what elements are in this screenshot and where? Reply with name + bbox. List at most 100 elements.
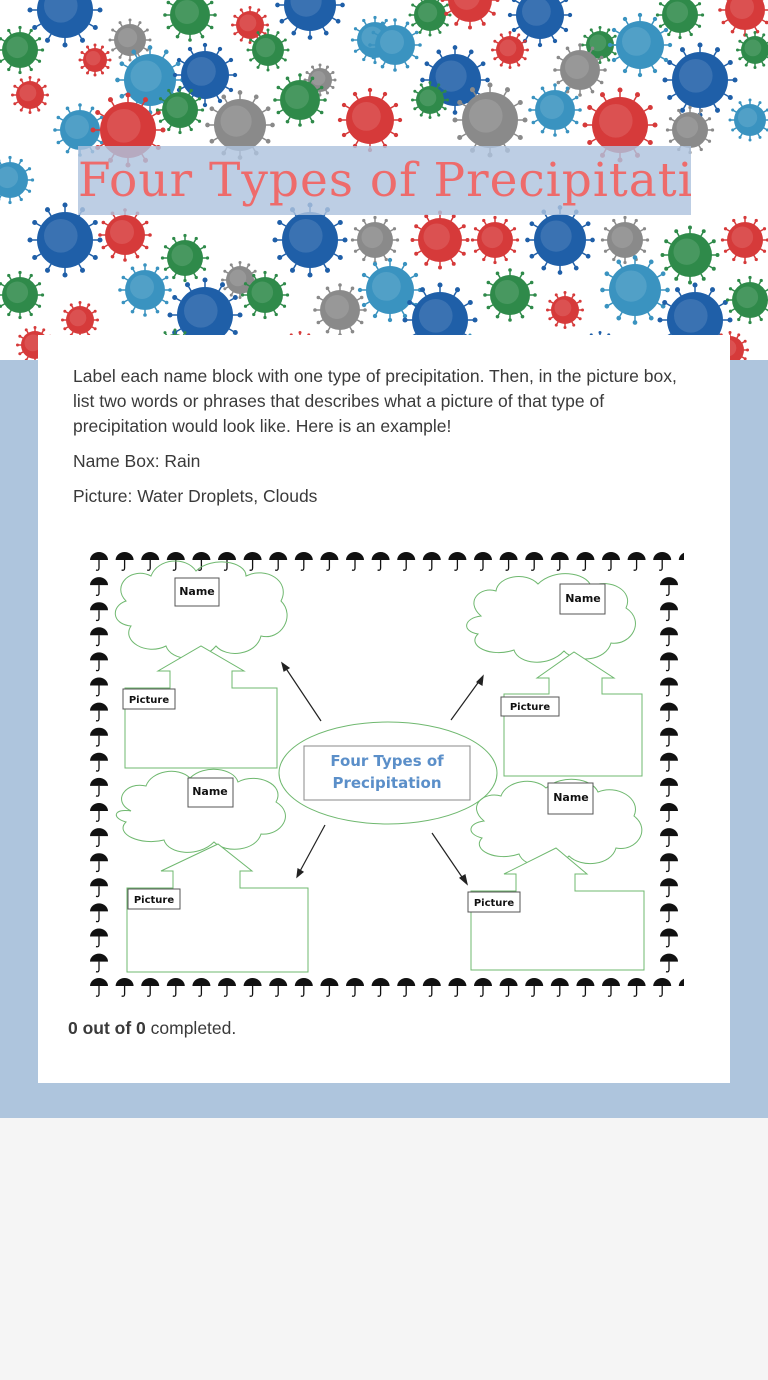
virus-icon bbox=[27, 0, 103, 48]
graphic-organizer: Four Types of Precipitation Name Picture… bbox=[86, 546, 697, 1000]
umbrella-icon bbox=[90, 978, 108, 997]
virus-icon bbox=[118, 263, 172, 317]
umbrella-icon bbox=[90, 677, 108, 697]
progress-suffix: completed. bbox=[145, 1018, 237, 1038]
umbrella-icon bbox=[346, 552, 364, 571]
umbrella-icon bbox=[90, 953, 108, 973]
virus-icon bbox=[507, 0, 573, 48]
virus-icon bbox=[167, 277, 243, 353]
umbrella-icon bbox=[218, 552, 236, 571]
umbrella-icon bbox=[627, 978, 646, 997]
umbrella-icon bbox=[660, 602, 678, 622]
name-box-label: Name bbox=[565, 592, 601, 605]
umbrella-icon bbox=[474, 978, 492, 997]
virus-icon bbox=[163, 0, 217, 42]
name-box-label: Name bbox=[553, 791, 589, 804]
umbrella-icon bbox=[627, 552, 646, 571]
center-title-line2: Precipitation bbox=[332, 774, 441, 792]
umbrella-icon bbox=[294, 552, 313, 571]
virus-icon bbox=[600, 255, 670, 325]
virus-icon bbox=[0, 25, 45, 75]
virus-icon bbox=[27, 202, 103, 278]
cluster-top-right: Name Picture bbox=[466, 573, 643, 777]
virus-icon bbox=[528, 83, 582, 137]
umbrella-icon bbox=[576, 978, 595, 997]
umbrella-icon bbox=[660, 803, 678, 822]
virus-icon bbox=[440, 0, 500, 30]
umbrella-icon bbox=[90, 752, 108, 772]
center-ellipse bbox=[278, 721, 498, 825]
umbrella-icon bbox=[115, 978, 134, 997]
umbrella-icon bbox=[166, 978, 185, 997]
virus-icon bbox=[357, 257, 423, 323]
virus-icon bbox=[205, 90, 275, 160]
cluster-bottom-left: Name Picture bbox=[116, 768, 309, 973]
umbrella-icon bbox=[269, 552, 288, 571]
umbrella-icon bbox=[550, 552, 569, 571]
umbrella-icon bbox=[448, 978, 467, 997]
umbrella-icon bbox=[660, 878, 678, 898]
virus-icon bbox=[483, 268, 537, 322]
virus-icon bbox=[553, 43, 607, 97]
umbrella-icon bbox=[660, 752, 678, 772]
umbrella-icon bbox=[90, 727, 108, 747]
umbrella-icon bbox=[371, 978, 390, 997]
umbrella-icon bbox=[90, 878, 108, 898]
virus-icon bbox=[273, 73, 327, 127]
title-band bbox=[78, 146, 691, 215]
umbrella-icon bbox=[346, 978, 364, 997]
virus-icon bbox=[0, 270, 45, 320]
virus-icon bbox=[607, 12, 673, 78]
virus-icon bbox=[725, 275, 768, 325]
virus-icon bbox=[337, 87, 403, 153]
virus-icon bbox=[108, 18, 152, 62]
picture-box-label: Picture bbox=[129, 695, 170, 706]
header-banner: Four Types of Precipitation bbox=[0, 0, 768, 360]
umbrella-icon bbox=[320, 978, 339, 997]
virus-icon bbox=[155, 85, 205, 135]
virus-icon bbox=[11, 76, 49, 114]
virus-icon bbox=[53, 103, 107, 157]
virus-icon bbox=[410, 210, 470, 270]
umbrella-icon bbox=[653, 552, 672, 571]
umbrella-icon bbox=[141, 978, 160, 997]
umbrella-icon bbox=[90, 627, 108, 647]
umbrella-icon bbox=[660, 627, 678, 647]
umbrella-icon bbox=[192, 978, 211, 997]
virus-icon bbox=[546, 291, 584, 329]
umbrella-icon bbox=[90, 577, 108, 596]
umbrella-icon bbox=[269, 978, 288, 997]
umbrella-icon bbox=[90, 652, 108, 672]
umbrella-icon bbox=[499, 552, 518, 571]
virus-icon bbox=[408, 0, 452, 37]
umbrella-icon bbox=[550, 978, 569, 997]
umbrella-icon bbox=[397, 978, 416, 997]
umbrella-icon bbox=[422, 978, 441, 997]
example-name: Name Box: Rain bbox=[73, 451, 201, 471]
umbrella-icon bbox=[90, 828, 108, 847]
virus-icon bbox=[720, 215, 768, 265]
umbrella-icon bbox=[90, 602, 108, 622]
cluster-top-left: Name Picture bbox=[114, 560, 288, 769]
umbrella-icon bbox=[422, 552, 441, 571]
virus-icon bbox=[0, 155, 35, 205]
umbrella-icon bbox=[660, 702, 678, 722]
umbrella-icon bbox=[660, 903, 678, 923]
umbrella-border bbox=[90, 552, 697, 997]
umbrella-icon bbox=[90, 702, 108, 722]
umbrella-icon bbox=[218, 978, 236, 997]
name-box-label: Name bbox=[179, 585, 215, 598]
virus-icon bbox=[221, 261, 259, 299]
umbrella-icon bbox=[660, 853, 678, 873]
umbrella-icon bbox=[660, 652, 678, 672]
umbrella-icon bbox=[243, 552, 262, 571]
virus-icon bbox=[61, 301, 99, 339]
umbrella-icon bbox=[90, 928, 108, 948]
instructions-paragraph: Label each name block with one type of p… bbox=[73, 366, 677, 436]
umbrella-icon bbox=[660, 727, 678, 747]
umbrella-icon bbox=[397, 552, 416, 571]
worksheet-diagram: Four Types of Precipitation Name Picture… bbox=[86, 546, 697, 1000]
umbrella-icon bbox=[660, 677, 678, 697]
virus-pattern-image bbox=[0, 0, 768, 360]
umbrella-icon bbox=[90, 777, 108, 797]
